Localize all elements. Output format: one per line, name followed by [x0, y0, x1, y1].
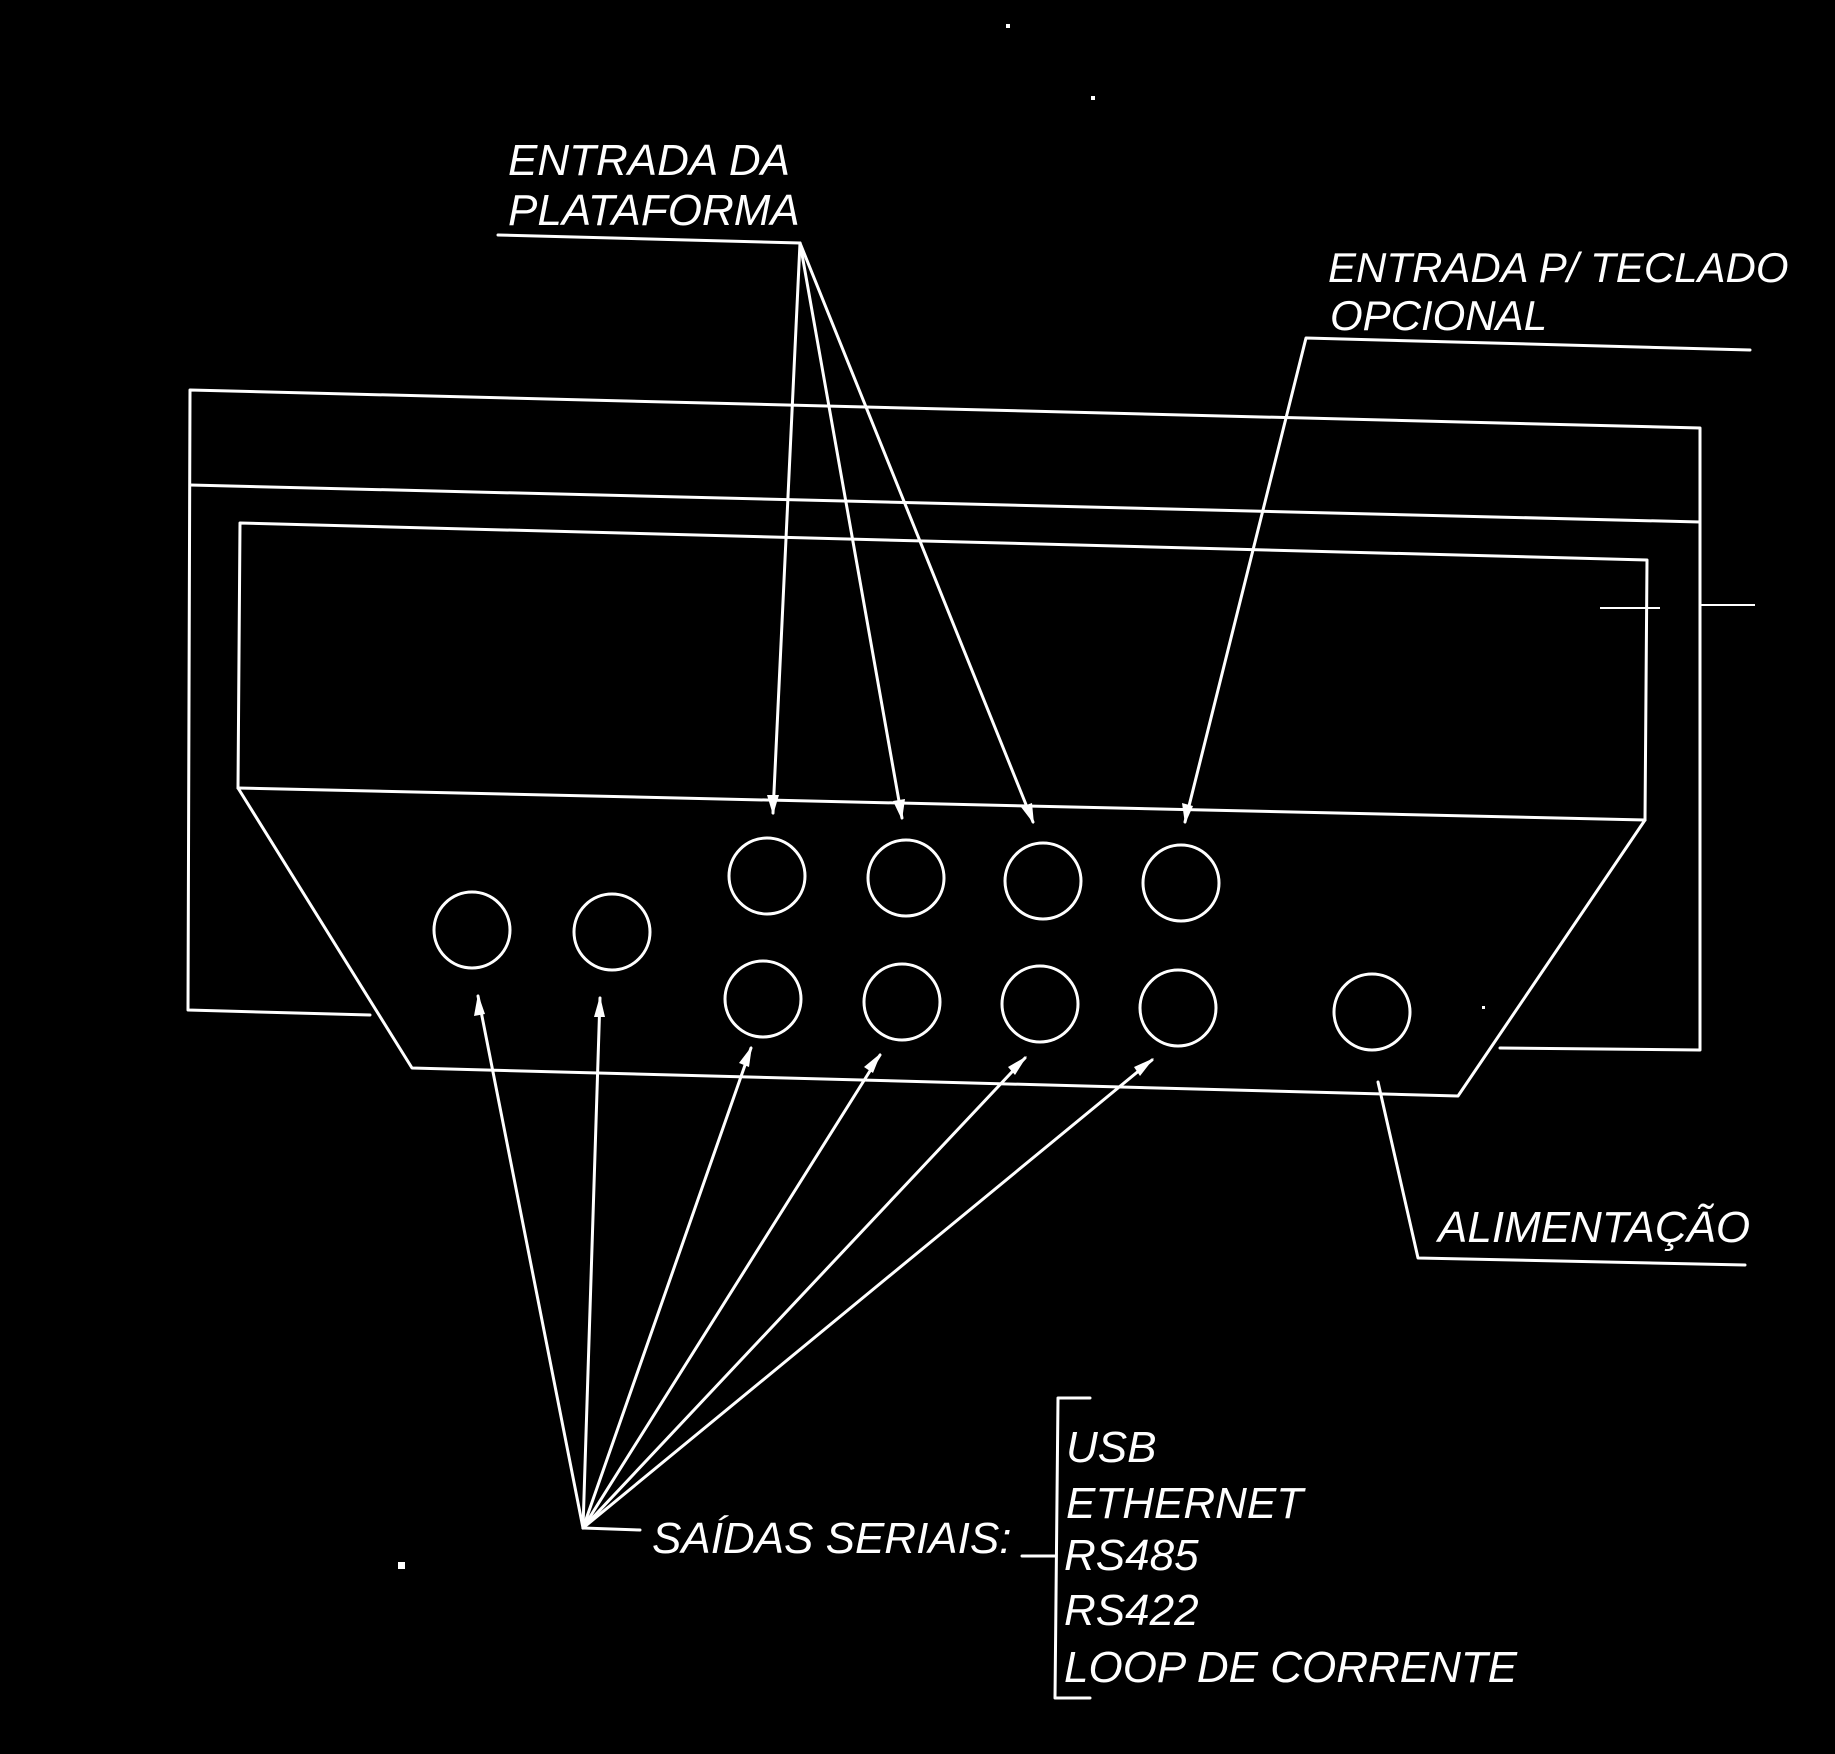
serial-type-ethernet: ETHERNET: [1066, 1479, 1306, 1528]
connector-face-outline: [236, 786, 1647, 1098]
platform-input-label-line2: PLATAFORMA: [508, 186, 800, 235]
connector-serial-5: [1000, 964, 1080, 1044]
platform-arrowhead-2: [893, 799, 905, 820]
serial-arrowhead-3: [739, 1046, 752, 1067]
serial-arrow-5: [581, 1056, 1027, 1530]
connector-serial-1: [432, 890, 512, 970]
connector-platform-1: [727, 836, 807, 916]
platform-arrow-2: [798, 241, 904, 820]
speck-3: [398, 1562, 405, 1569]
serial-type-usb: USB: [1066, 1423, 1156, 1472]
keyboard-input-leader: [1183, 336, 1752, 824]
serial-arrow-2: [581, 996, 602, 1530]
housing-outline: [186, 388, 1702, 1052]
serial-arrowhead-1: [474, 994, 485, 1016]
serial-arrow-6: [581, 1058, 1154, 1530]
serial-type-current-loop: LOOP DE CORRENTE: [1064, 1643, 1518, 1692]
speck-2: [1091, 96, 1095, 100]
platform-arrowhead-1: [767, 795, 779, 815]
serial-arrow-4: [581, 1053, 882, 1530]
connector-serial-6: [1138, 968, 1218, 1048]
keyboard-input-label-line2: OPCIONAL: [1330, 292, 1547, 339]
panel-outline: [236, 521, 1649, 822]
platform-arrow-1: [771, 241, 802, 815]
power-leader: [1376, 1080, 1747, 1267]
panel-ledge: [236, 786, 1647, 822]
platform-arrowhead-3: [1021, 803, 1034, 824]
keyboard-input-label-line1: ENTRADA P/ TECLADO: [1328, 244, 1789, 291]
serial-type-rs485: RS485: [1064, 1531, 1199, 1580]
serial-arrowhead-6: [1134, 1058, 1154, 1076]
connector-platform-2: [866, 838, 946, 918]
serial-outputs-leader: [581, 1526, 642, 1532]
speck-4: [1482, 1006, 1485, 1009]
connector-serial-3: [723, 959, 803, 1039]
serial-arrow-3: [581, 1046, 753, 1530]
serial-arrow-1: [476, 994, 585, 1530]
connector-keyboard: [1141, 843, 1221, 923]
speck-6: [1700, 604, 1755, 606]
speck-1: [1006, 24, 1010, 28]
serial-arrowhead-2: [594, 996, 605, 1017]
speck-5: [1600, 607, 1660, 609]
serial-type-rs422: RS422: [1064, 1586, 1199, 1635]
serial-arrowhead-4: [864, 1053, 881, 1073]
serial-outputs-label: SAÍDAS SERIAIS:: [652, 1514, 1011, 1563]
connector-serial-4: [862, 962, 942, 1042]
housing-top-edge: [188, 483, 1702, 524]
connector-power: [1332, 972, 1412, 1052]
serial-types-bracket: [1053, 1396, 1092, 1700]
keyboard-arrowhead: [1182, 803, 1193, 824]
platform-arrow-3: [798, 241, 1035, 824]
connector-serial-2: [572, 892, 652, 972]
connector-platform-3: [1003, 841, 1083, 921]
platform-input-leader: [496, 233, 802, 245]
power-label: ALIMENTAÇÃO: [1435, 1202, 1750, 1252]
serial-arrowhead-5: [1008, 1056, 1027, 1075]
platform-input-label-line1: ENTRADA DA: [508, 136, 790, 185]
